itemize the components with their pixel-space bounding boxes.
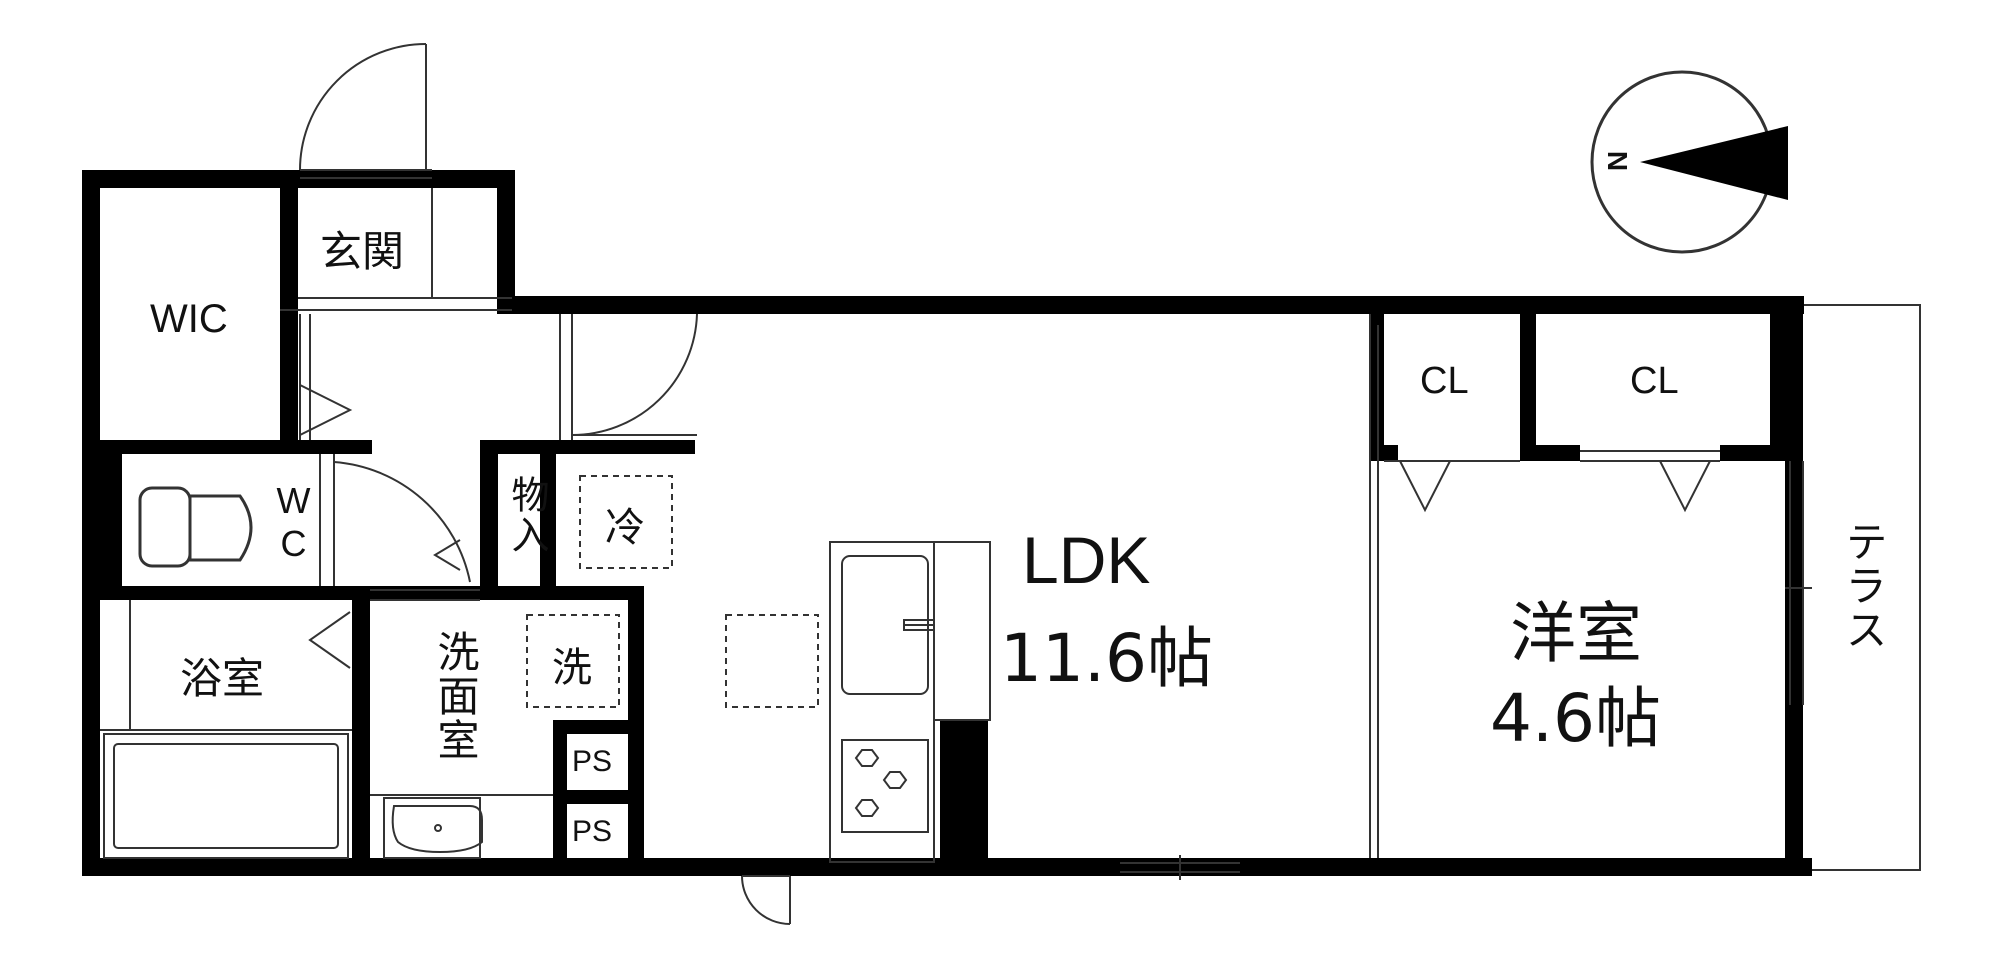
compass-needle <box>1640 126 1788 200</box>
compass <box>1590 70 1788 254</box>
label-washer: 洗 <box>552 645 592 691</box>
label-cl-right: CL <box>1630 360 1679 402</box>
inner-walls <box>82 170 1803 876</box>
kitchen-counter <box>829 541 991 863</box>
label-cl-left: CL <box>1420 360 1469 402</box>
bathtub-icon <box>103 733 349 859</box>
thin-lines <box>100 188 1812 880</box>
label-ps-upper: PS <box>572 745 613 778</box>
label-wc: WC <box>273 480 314 566</box>
label-terrace: テラス <box>1839 520 1888 652</box>
label-entrance: 玄関 <box>320 227 405 276</box>
label-wic: WIC <box>150 297 228 341</box>
toilet-icon <box>138 486 253 568</box>
compass-label: N <box>1602 150 1634 172</box>
label-ps-lower: PS <box>572 815 613 848</box>
label-bath: 浴室 <box>180 654 265 703</box>
label-fridge: 冷 <box>605 505 645 551</box>
label-washroom: 洗面室 <box>431 630 480 762</box>
label-ldk: LDK <box>1022 523 1151 597</box>
label-ldk-size: 11.6帖 <box>1000 620 1213 697</box>
outer-walls <box>82 170 1812 876</box>
label-storage: 物入 <box>505 475 549 555</box>
doors <box>299 43 1711 925</box>
label-western: 洋室 <box>1510 595 1642 672</box>
label-western-size: 4.6帖 <box>1490 680 1661 757</box>
appliance-spaces <box>526 475 819 708</box>
wash-basin-icon <box>383 797 483 859</box>
